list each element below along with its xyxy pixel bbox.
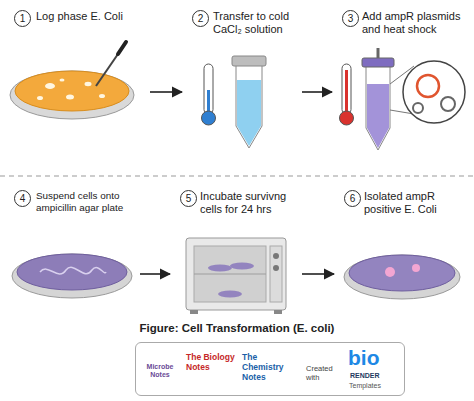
step-arrow xyxy=(302,273,334,275)
step-arrow xyxy=(302,91,332,93)
figure-caption: Figure: Cell Transformation (E. coli) xyxy=(0,322,474,334)
cacl2-tube xyxy=(232,56,266,148)
hot-thermometer xyxy=(340,64,354,125)
plasmid-tube xyxy=(362,48,394,150)
step-panel: 4 Suspend cells onto ampicillin agar plat… xyxy=(6,186,136,314)
step-label: Add ampR plasmids and heat shock xyxy=(362,10,468,36)
step-label: Suspend cells onto ampicillin agar plate xyxy=(36,190,136,214)
logo-text: Microbe Notes xyxy=(141,363,179,380)
logo-text: The Biology Notes xyxy=(186,352,238,372)
step-panel: 3Add ampR plasmids and heat shock xyxy=(336,6,470,166)
step-number: 4 xyxy=(14,190,31,207)
plasmid-zoom xyxy=(390,61,465,123)
step-label: Isolated ampR positive E. Coli xyxy=(364,190,468,216)
step-panel: 5Incubate survivng cells for 24 hrs xyxy=(174,186,298,314)
step-number: 2 xyxy=(192,10,209,27)
step-label: Transfer to cold CaCl₂ solution xyxy=(213,10,297,36)
step-number: 3 xyxy=(342,10,359,27)
step-panel: 6Isolated ampR positive E. Coli xyxy=(338,186,470,314)
separator-line xyxy=(0,175,474,176)
step-number: 6 xyxy=(344,190,361,207)
step-number: 1 xyxy=(14,10,31,27)
credit-text: Created with xyxy=(306,364,346,382)
step-arrow xyxy=(140,273,170,275)
petri-dish xyxy=(10,71,134,119)
logo-text: The Chemistry Notes xyxy=(242,352,300,383)
step-panel: 1 Log phase E. Coli xyxy=(6,6,146,166)
inoculating-loop xyxy=(96,42,126,86)
step-panel: 2Transfer to cold CaCl₂ solution xyxy=(186,6,298,166)
credit-text: Templates xyxy=(349,382,381,390)
ampicillin-plate xyxy=(12,254,132,298)
colony-plate xyxy=(344,255,460,299)
step-number: 5 xyxy=(180,190,197,207)
step-label: Incubate survivng cells for 24 hrs xyxy=(200,190,297,216)
step-label: Log phase E. Coli xyxy=(36,10,144,23)
credits-box: Microbe Notes The Biology NotesThe Chemis… xyxy=(135,342,405,396)
cold-thermometer xyxy=(202,64,216,125)
brand-text: RENDER xyxy=(350,372,380,380)
incubator xyxy=(186,238,286,314)
step-arrow xyxy=(150,91,182,93)
brand-text: bio xyxy=(348,345,380,370)
